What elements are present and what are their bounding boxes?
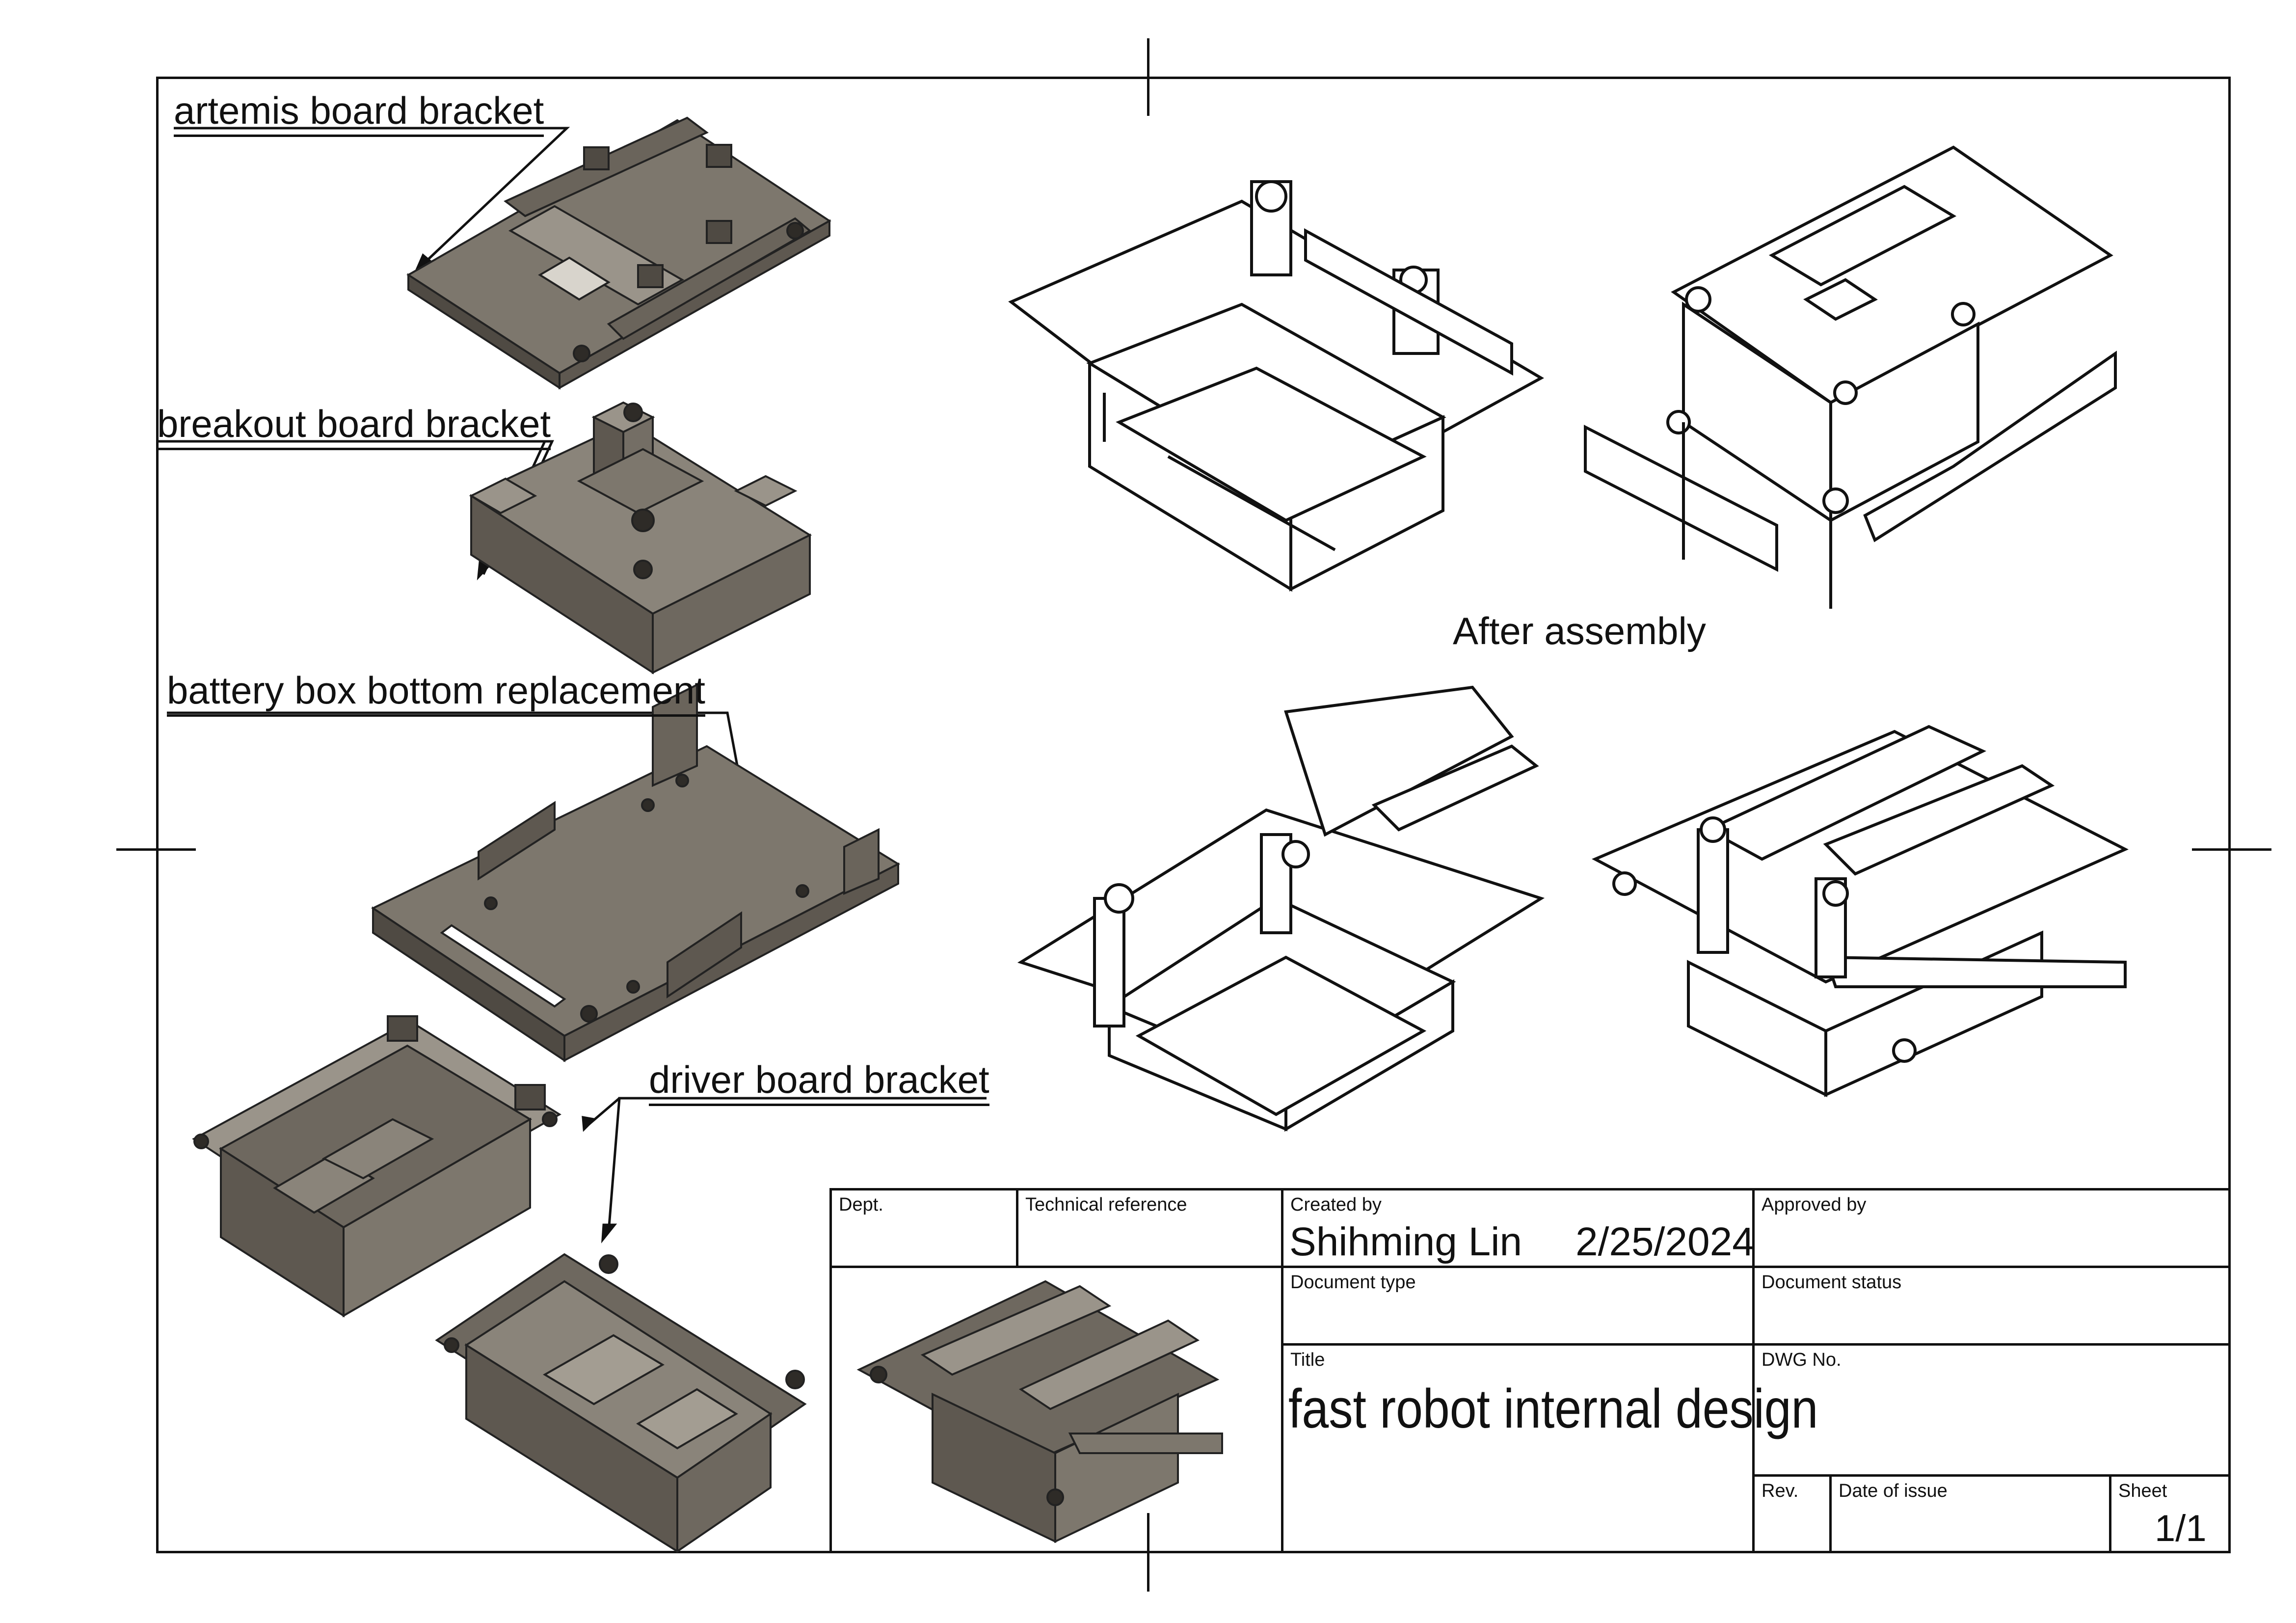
- breakout-bracket-model: [469, 401, 812, 675]
- battery-plate-model: [371, 683, 901, 1062]
- tech-ref-cell: Technical reference: [1016, 1188, 1283, 1268]
- rev-cell: Rev.: [1752, 1474, 1832, 1553]
- thumbnail-cell: [829, 1266, 1283, 1553]
- label-driver: driver board bracket: [649, 1060, 989, 1106]
- date-of-issue-cell: Date of issue: [1829, 1474, 2111, 1553]
- assembly-caption: After assembly: [1453, 609, 1706, 652]
- assembly-view-3: [1017, 685, 1545, 1132]
- date-of-issue-label: Date of issue: [1839, 1481, 1948, 1501]
- dept-label: Dept.: [839, 1194, 883, 1215]
- artemis-tray-model: [192, 1015, 561, 1318]
- title-label: Title: [1290, 1350, 1325, 1370]
- sheet-value: 1/1: [2155, 1508, 2207, 1549]
- assembly-view-1: [1008, 180, 1545, 592]
- label-battery: battery box bottom replacement: [167, 671, 705, 717]
- title-value: fast robot internal design: [1288, 1378, 1818, 1439]
- assembly-view-4: [1592, 725, 2129, 1097]
- document-status-cell: Document status: [1752, 1266, 2231, 1346]
- leader-artemis: [174, 127, 570, 266]
- document-type-cell: Document type: [1281, 1266, 1755, 1346]
- approved-by-label: Approved by: [1762, 1194, 1867, 1215]
- rev-label: Rev.: [1762, 1481, 1799, 1501]
- dwg-no-cell: DWG No.: [1752, 1343, 2231, 1477]
- created-by-cell: Created by Shihming Lin 2/25/2024: [1281, 1188, 1755, 1268]
- label-artemis: artemis board bracket: [174, 91, 544, 137]
- sheet-cell: Sheet 1/1: [2109, 1474, 2231, 1553]
- created-date: 2/25/2024: [1575, 1219, 1755, 1264]
- dwg-no-label: DWG No.: [1762, 1350, 1842, 1370]
- sheet-label: Sheet: [2118, 1481, 2167, 1501]
- title-cell: Title fast robot internal design: [1281, 1343, 1818, 1553]
- driver-bracket-model: [435, 1253, 807, 1553]
- created-by-label: Created by: [1290, 1194, 1382, 1215]
- dept-cell: Dept.: [829, 1188, 1018, 1268]
- title-block-thumbnail: [856, 1280, 1223, 1543]
- artemis-bracket-model: [406, 116, 831, 390]
- document-type-label: Document type: [1290, 1272, 1416, 1293]
- document-status-label: Document status: [1762, 1272, 1902, 1293]
- right-center-tick: [2192, 848, 2271, 851]
- tech-ref-label: Technical reference: [1025, 1194, 1187, 1215]
- label-breakout: breakout board bracket: [157, 405, 551, 450]
- created-by-value: Shihming Lin: [1289, 1219, 1522, 1264]
- approved-by-cell: Approved by: [1752, 1188, 2231, 1268]
- assembly-view-2: [1584, 145, 2117, 609]
